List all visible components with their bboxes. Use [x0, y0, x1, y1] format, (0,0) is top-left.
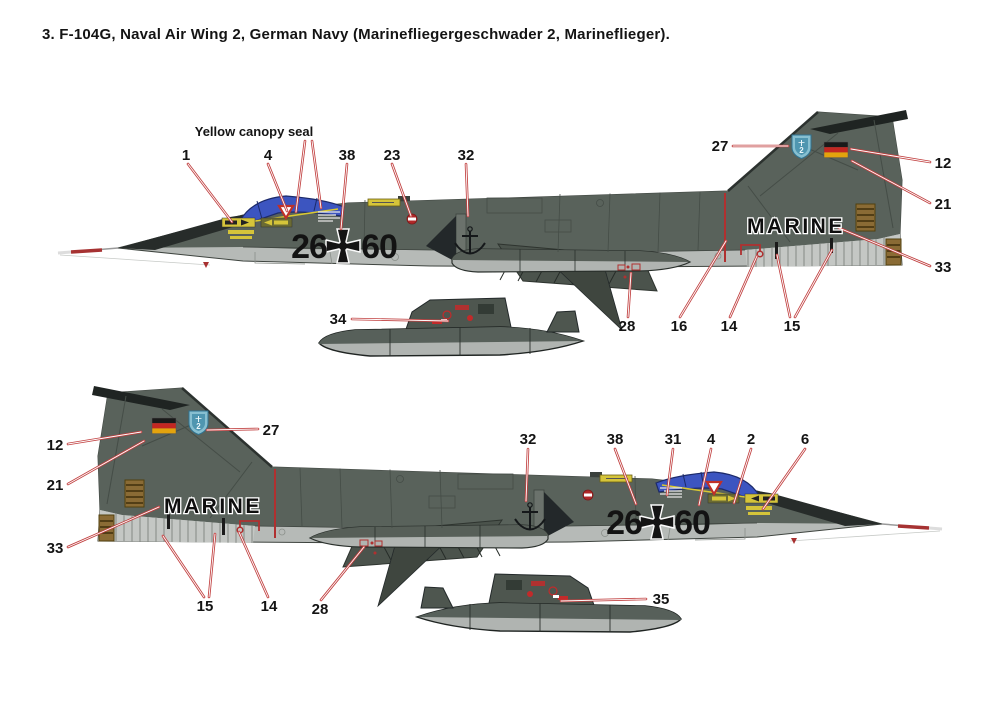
canopy-seal-label: Yellow canopy seal	[195, 124, 314, 139]
badge-number-bottom: 2	[196, 422, 201, 431]
callout-top-28: 28	[619, 318, 636, 335]
callout-bottom-33: 33	[47, 540, 64, 557]
callout-bottom-38: 38	[607, 431, 624, 448]
callout-bottom-21: 21	[47, 477, 64, 494]
callout-top-23: 23	[384, 147, 401, 164]
callout-top-4: 4	[264, 147, 273, 164]
callout-top-14: 14	[721, 318, 738, 335]
callout-top-34: 34	[330, 311, 347, 328]
code-60-bottom: 60	[674, 504, 710, 542]
callout-bottom-4: 4	[707, 431, 716, 448]
callout-top-32: 32	[458, 147, 475, 164]
callout-top-38: 38	[339, 147, 356, 164]
callout-top-27: 27	[712, 138, 729, 155]
callout-bottom-2: 2	[747, 431, 755, 448]
page-title: 3. F-104G, Naval Air Wing 2, German Navy…	[42, 26, 670, 43]
callout-top-21: 21	[935, 196, 952, 213]
code-60-top: 60	[361, 228, 397, 266]
callout-bottom-27: 27	[263, 422, 280, 439]
callout-bottom-35: 35	[653, 591, 670, 608]
callout-top-1: 1	[182, 147, 190, 164]
callout-top-15: 15	[784, 318, 801, 335]
callout-top-16: 16	[671, 318, 688, 335]
callout-bottom-15: 15	[197, 598, 214, 615]
marine-text-bottom: MARINE	[164, 495, 262, 518]
marine-text-top: MARINE	[747, 215, 845, 238]
callout-bottom-31: 31	[665, 431, 682, 448]
code-26-top: 26	[291, 228, 327, 266]
callout-top-33: 33	[935, 259, 952, 276]
callout-bottom-14: 14	[261, 598, 278, 615]
badge-number-top: 2	[799, 146, 804, 155]
callout-top-12: 12	[935, 155, 952, 172]
callout-bottom-6: 6	[801, 431, 809, 448]
callout-bottom-12: 12	[47, 437, 64, 454]
callout-bottom-28: 28	[312, 601, 329, 618]
callout-bottom-32: 32	[520, 431, 537, 448]
code-26-bottom: 26	[606, 504, 642, 542]
